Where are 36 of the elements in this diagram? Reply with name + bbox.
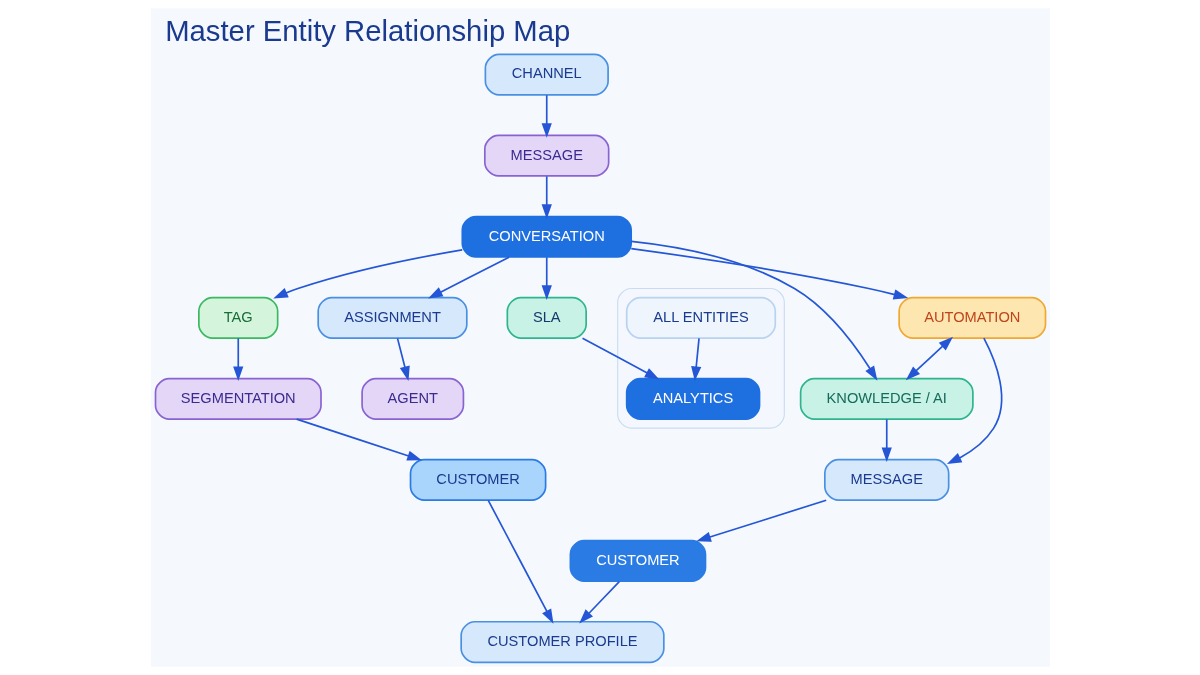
diagram-title: Master Entity Relationship Map	[164, 14, 570, 47]
node-box: CHANNEL	[484, 53, 609, 96]
arrow	[272, 249, 463, 299]
node-box: CUSTOMER	[569, 539, 706, 583]
arrow	[695, 499, 827, 542]
arrow	[295, 418, 422, 461]
arrow	[541, 175, 552, 219]
arrow	[232, 337, 243, 382]
arrow	[581, 337, 659, 380]
arrow	[427, 256, 510, 299]
arrow	[630, 240, 877, 381]
cluster	[616, 287, 785, 429]
node-box: CUSTOMER	[409, 458, 546, 502]
arrow	[541, 94, 552, 138]
arrow	[396, 337, 410, 381]
node-box: SEGMENTATION	[154, 377, 322, 420]
arrow	[905, 336, 953, 381]
arrow	[946, 337, 1002, 465]
node-box: SLA	[506, 296, 587, 339]
node-box: ANALYTICS	[625, 377, 760, 420]
node-box: KNOWLEDGE / AI	[799, 377, 974, 420]
arrow	[486, 499, 553, 624]
node-box: CONVERSATION	[460, 215, 632, 258]
node-box: ALL ENTITIES	[625, 296, 776, 339]
node-box: MESSAGE	[483, 134, 609, 177]
node-box: TAG	[197, 296, 278, 339]
node-box: AGENT	[360, 377, 464, 420]
arrow	[629, 247, 908, 300]
node-box: ASSIGNMENT	[316, 296, 468, 339]
arrow	[541, 256, 552, 300]
arrow	[881, 418, 892, 463]
arrow	[578, 580, 620, 624]
node-box: MESSAGE	[823, 458, 949, 502]
node-box: AUTOMATION	[897, 296, 1046, 339]
node-box: CUSTOMER PROFILE	[459, 620, 665, 664]
arrow	[690, 337, 701, 382]
